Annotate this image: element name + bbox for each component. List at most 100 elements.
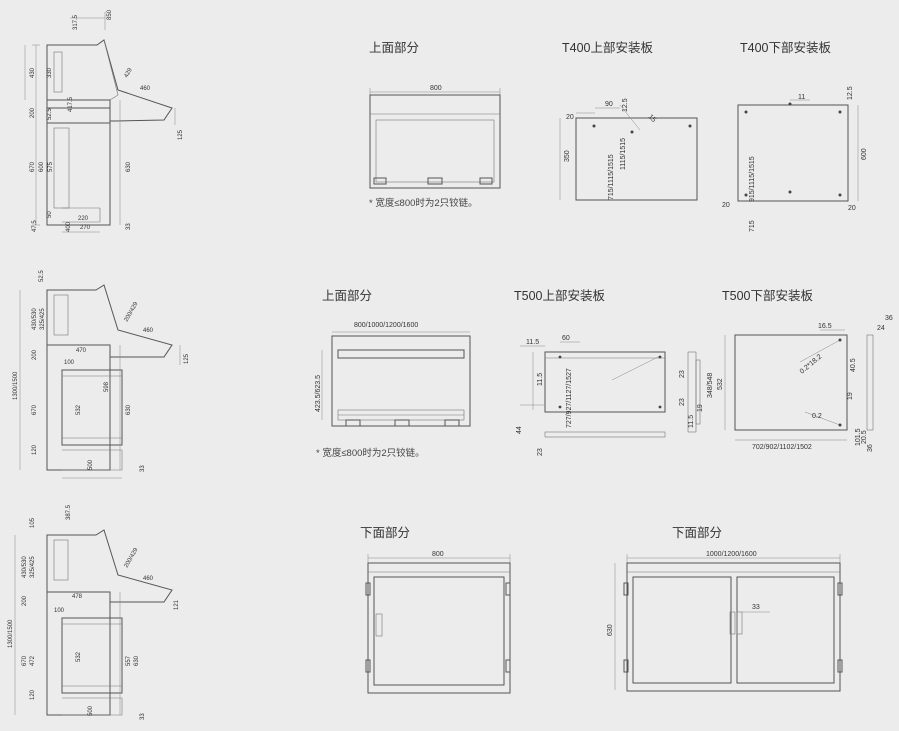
bottom-single-cabinet: 800	[365, 551, 511, 694]
heading-t500-top: 上面部分	[322, 288, 372, 303]
dim-630: 630	[607, 624, 614, 636]
dim-532: 532	[717, 378, 724, 390]
dim-24: 24	[877, 325, 885, 332]
screw-hole-icon	[838, 110, 842, 114]
screw-hole-icon	[558, 405, 562, 409]
t500-top-panel: 800/1000/1200/1600 423.5/623.5	[315, 322, 471, 427]
dim-100: 100	[54, 608, 65, 614]
dim-200: 200	[30, 107, 36, 118]
t400-top-panel: 800	[369, 85, 501, 189]
dim-350: 350	[564, 150, 571, 162]
dim-800: 800	[430, 85, 442, 92]
dim-36: 36	[885, 315, 893, 322]
dim-23-right-top: 23	[679, 370, 686, 378]
dim-0-2x18-2: 0.2*18.2	[799, 353, 824, 375]
dim-200: 200	[32, 349, 38, 360]
hinge-icon	[505, 582, 511, 596]
dim-60: 60	[562, 335, 570, 342]
dim-600: 600	[39, 161, 45, 172]
heading-t400-top: 上面部分	[369, 40, 419, 55]
t500-lower-plate: 16.5 24 36 0.2*18.2 40.5 532 19 0.2 101.…	[717, 315, 893, 452]
dim-19: 19	[847, 392, 854, 400]
hinge-icon	[365, 659, 371, 673]
dim-387-5: 387.5	[66, 504, 72, 520]
dim-105: 105	[30, 517, 36, 528]
dim-20-right: 20	[848, 205, 856, 212]
dim-40-5: 40.5	[850, 358, 857, 372]
dim-430-530: 430/530	[32, 308, 38, 330]
dim-200-429: 200/429	[124, 547, 140, 569]
hinge-icon	[505, 659, 511, 673]
dim-220: 220	[78, 216, 89, 222]
dim-125: 125	[178, 129, 184, 140]
dim-460: 460	[140, 86, 151, 92]
hinge-icon	[479, 177, 493, 185]
side-view-t500: 52.5 430/530 325/425 200/429 460 470 200…	[13, 270, 190, 479]
screw-hole-icon	[592, 124, 596, 128]
dim-33: 33	[140, 713, 146, 720]
dim-1300-1500: 1300/1500	[8, 619, 14, 648]
hinge-icon	[837, 659, 843, 673]
dim-500: 500	[88, 459, 94, 470]
dim-23-right-mid: 23	[679, 398, 686, 406]
bottom-double-cabinet: 1000/1200/1600 33 630	[607, 551, 843, 692]
dim-36-bottom: 36	[867, 444, 874, 452]
dim-11: 11	[798, 94, 805, 101]
hinge-icon	[623, 659, 629, 673]
screw-hole-icon	[688, 124, 692, 128]
dim-11-5-top: 11.5	[526, 339, 539, 346]
heading-bottom-double: 下面部分	[672, 525, 722, 540]
dim-348-548: 348/548	[707, 373, 714, 398]
screw-hole-icon	[838, 193, 842, 197]
dim-200-429: 200/429	[124, 301, 140, 323]
screw-hole-icon	[744, 110, 748, 114]
heading-bottom-single: 下面部分	[360, 525, 410, 540]
dim-727-927-1127-1527: 727/927/1127/1527	[566, 368, 573, 428]
dim-20: 20	[566, 114, 574, 121]
dim-470: 470	[76, 348, 87, 354]
hinge-icon	[623, 582, 629, 596]
hinge-icon	[444, 419, 460, 427]
dim-670: 670	[30, 161, 36, 172]
dim-500: 500	[88, 705, 94, 716]
dim-850: 850	[107, 9, 113, 20]
t400-upper-plate: 90 20 12.5 15 350 1115/1515 715/1115/151…	[559, 98, 698, 201]
hinge-icon	[345, 419, 361, 427]
dim-20-left: 20	[722, 202, 730, 209]
dim-630: 630	[126, 161, 132, 172]
dim-0-2: 0.2	[812, 413, 822, 420]
dim-800: 800	[432, 551, 444, 558]
dim-120: 120	[32, 444, 38, 455]
screw-hole-icon	[838, 338, 842, 342]
screw-hole-icon	[744, 193, 748, 197]
dim-330: 330	[47, 67, 53, 78]
dim-101-5: 101.5	[855, 428, 862, 446]
dim-598: 598	[104, 381, 110, 392]
heading-t400-lower-plate: T400下部安装板	[740, 40, 831, 55]
dim-800-1000-1200-1600: 800/1000/1200/1600	[354, 322, 418, 329]
t500-upper-plate: 11.5 60 11.5 44 23 727/927/1127/1527 23 …	[516, 335, 714, 456]
dim-430-530: 430/530	[22, 556, 28, 578]
screw-hole-icon	[630, 130, 634, 134]
dim-52-5: 52.5	[47, 108, 53, 120]
screw-hole-icon	[788, 190, 792, 194]
dim-532: 532	[76, 404, 82, 415]
dim-100: 100	[64, 360, 75, 366]
dim-1000-1200-1600: 1000/1200/1600	[706, 551, 757, 558]
screw-hole-icon	[788, 102, 792, 106]
dim-317-5: 317.5	[73, 14, 79, 30]
dim-200: 200	[22, 595, 28, 606]
dim-16-5: 16.5	[818, 323, 832, 330]
dim-44: 44	[516, 426, 523, 434]
dim-12-5: 12.5	[622, 98, 629, 112]
dim-12-5: 12.5	[847, 86, 854, 100]
dim-423-5-623-5: 423.5/623.5	[315, 375, 322, 412]
dim-52-5: 52.5	[39, 270, 45, 282]
heading-t500-upper-plate: T500上部安装板	[514, 288, 605, 303]
dim-472: 472	[30, 655, 36, 666]
heading-t500-lower-plate: T500下部安装板	[722, 288, 813, 303]
t400-lower-plate: 11 12.5 600 20 20 915/1115/1515 715	[722, 86, 868, 232]
dim-33: 33	[126, 223, 132, 230]
dim-23-left: 23	[537, 448, 544, 456]
dim-47-5: 47.5	[32, 220, 38, 232]
